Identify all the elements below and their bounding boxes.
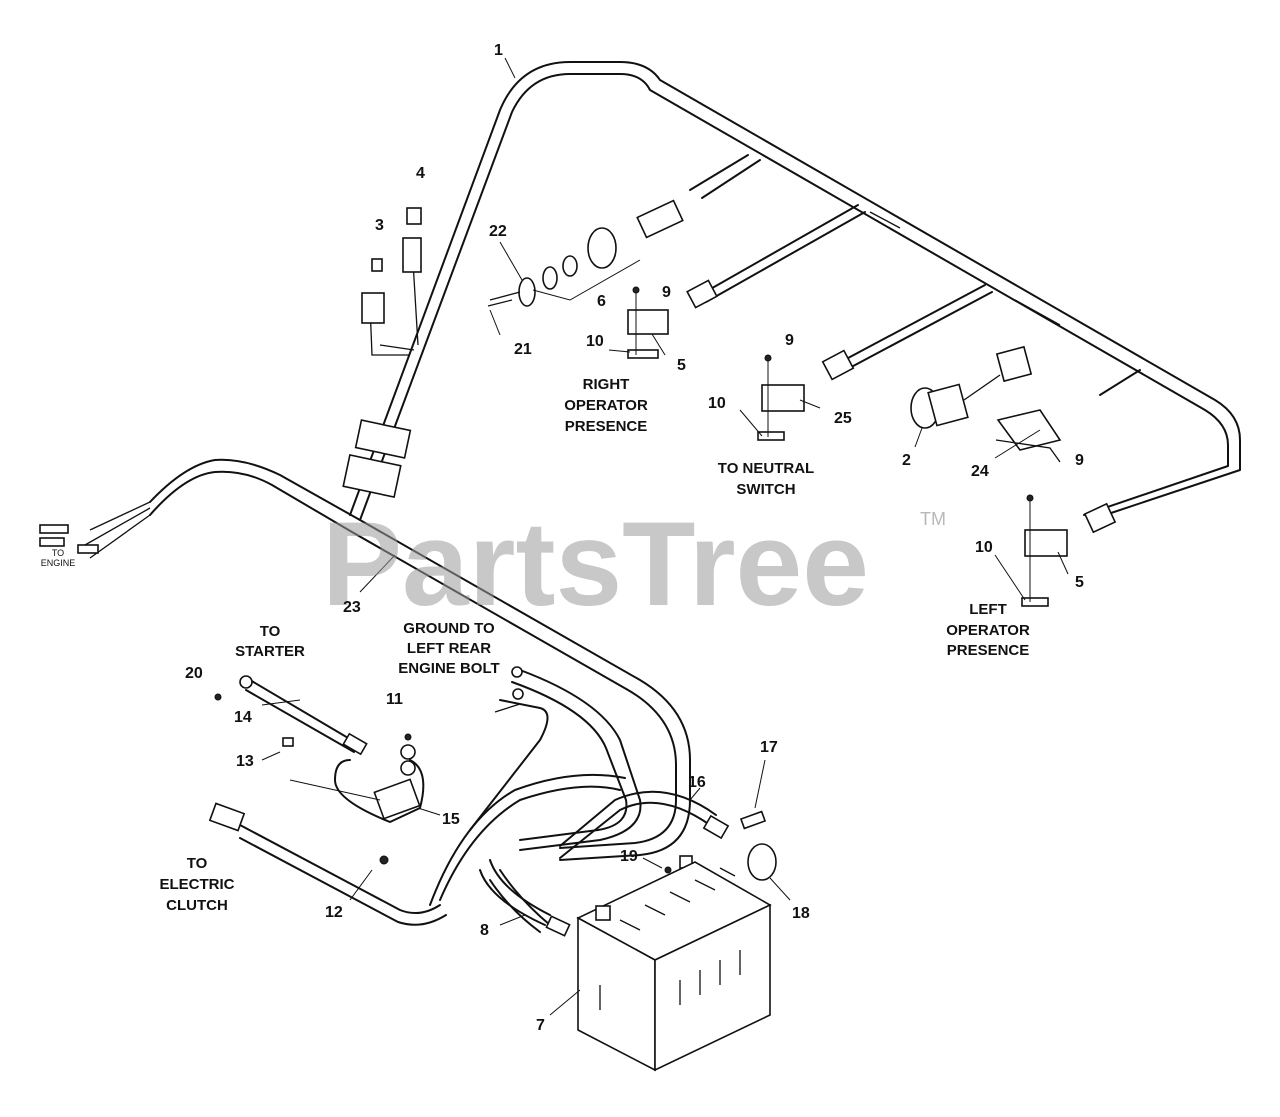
fuse-holder	[361, 207, 422, 356]
starter-cable	[214, 675, 368, 756]
note-to-starter: TO STARTER	[235, 623, 305, 660]
svg-text:PRESENCE: PRESENCE	[947, 642, 1030, 659]
svg-text:TO: TO	[260, 623, 281, 640]
right-operator-switch	[627, 279, 718, 359]
callout-24: 24	[971, 463, 989, 480]
callout-4: 4	[416, 165, 425, 182]
svg-text:ENGINE BOLT: ENGINE BOLT	[398, 660, 499, 677]
callout-14: 14	[234, 709, 252, 726]
left-operator-switch	[1021, 494, 1117, 607]
clutch-connector	[208, 802, 246, 832]
callout-21: 21	[514, 341, 532, 358]
callout-8: 8	[480, 922, 489, 939]
svg-text:STARTER: STARTER	[235, 643, 305, 660]
svg-text:PRESENCE: PRESENCE	[565, 418, 648, 435]
svg-text:SWITCH: SWITCH	[736, 481, 795, 498]
callout-3: 3	[375, 217, 384, 234]
callout-9-left: 9	[1075, 452, 1084, 469]
callout-23: 23	[343, 599, 361, 616]
svg-text:ENGINE: ENGINE	[41, 558, 76, 568]
callout-16: 16	[688, 774, 706, 791]
callout-7: 7	[536, 1017, 545, 1034]
rear-harness	[39, 458, 691, 933]
pto-switch	[910, 345, 1033, 429]
svg-text:TO: TO	[187, 855, 208, 872]
svg-text:LEFT REAR: LEFT REAR	[407, 640, 491, 657]
diagram-notes: RIGHT OPERATOR PRESENCE TO NEUTRAL SWITC…	[41, 376, 1030, 914]
callout-18: 18	[792, 905, 810, 922]
svg-text:OPERATOR: OPERATOR	[946, 622, 1030, 639]
note-to-electric-clutch: TO ELECTRIC CLUTCH	[160, 855, 235, 914]
watermark-brand: PartsTree	[322, 497, 869, 631]
starter-solenoid	[334, 733, 425, 865]
svg-text:GROUND TO: GROUND TO	[403, 620, 495, 637]
callout-numbers: 1 2 3 4 5 5 6 7 8 9 9 9 10 10 10 11 12 1…	[185, 42, 1084, 1034]
svg-text:TO: TO	[52, 548, 64, 558]
trunk-connectors	[342, 419, 412, 499]
note-right-operator-presence: RIGHT OPERATOR PRESENCE	[564, 376, 648, 435]
svg-text:LEFT: LEFT	[969, 601, 1007, 618]
callout-17: 17	[760, 739, 778, 756]
main-harness	[349, 61, 1241, 521]
svg-text:RIGHT: RIGHT	[583, 376, 630, 393]
svg-text:TO NEUTRAL: TO NEUTRAL	[718, 460, 814, 477]
callout-1: 1	[494, 42, 503, 59]
callout-10-right: 10	[586, 333, 604, 350]
note-left-operator-presence: LEFT OPERATOR PRESENCE	[946, 601, 1030, 659]
callout-20: 20	[185, 665, 203, 682]
callout-10-neutral: 10	[708, 395, 726, 412]
battery-cables	[479, 790, 777, 937]
callout-12: 12	[325, 904, 343, 921]
callout-9-right: 9	[662, 284, 671, 301]
leader-lines	[261, 57, 1069, 1016]
ground-cable	[469, 666, 549, 831]
callout-22: 22	[489, 223, 507, 240]
callout-10-left: 10	[975, 539, 993, 556]
callout-5-right: 5	[677, 357, 686, 374]
callout-2: 2	[902, 452, 911, 469]
svg-text:ELECTRIC: ELECTRIC	[160, 876, 235, 893]
callout-19: 19	[620, 848, 638, 865]
callout-25: 25	[834, 410, 852, 427]
callout-9-neutral: 9	[785, 332, 794, 349]
callout-6: 6	[597, 293, 606, 310]
battery	[576, 861, 772, 1072]
svg-text:OPERATOR: OPERATOR	[564, 397, 648, 414]
ignition-switch	[487, 199, 684, 307]
bracket-24	[995, 409, 1062, 463]
note-ground: GROUND TO LEFT REAR ENGINE BOLT	[398, 620, 499, 677]
callout-13: 13	[236, 753, 254, 770]
callout-5-left: 5	[1075, 574, 1084, 591]
callout-11: 11	[386, 691, 403, 708]
svg-text:CLUTCH: CLUTCH	[166, 897, 228, 914]
watermark-trademark: TM	[920, 509, 946, 529]
neutral-switch	[757, 349, 855, 441]
note-to-neutral-switch: TO NEUTRAL SWITCH	[718, 460, 814, 498]
watermark: PartsTree TM	[322, 497, 946, 631]
note-to-engine: TO ENGINE	[41, 548, 76, 568]
callout-15: 15	[442, 811, 460, 828]
